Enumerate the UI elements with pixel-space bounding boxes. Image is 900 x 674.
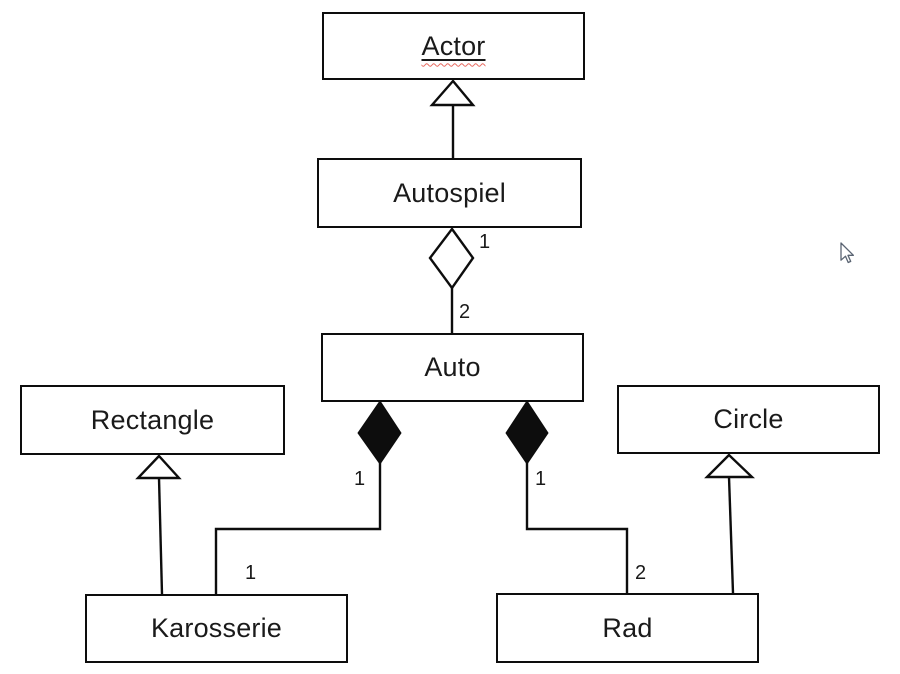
class-box-rad[interactable]: Rad (496, 593, 759, 663)
class-label-karosserie: Karosserie (150, 613, 283, 643)
multiplicity-aggregation-near-autospiel: 1 (479, 231, 491, 253)
class-label-auto: Auto (424, 352, 481, 382)
multiplicity-composition-karosserie-near-auto: 1 (354, 468, 366, 490)
multiplicity-composition-near-rad: 2 (635, 562, 647, 584)
inheritance-line-karosserie-rectangle (157, 477, 164, 595)
multiplicity-composition-near-karosserie: 1 (245, 562, 257, 584)
class-box-autospiel[interactable]: Autospiel (317, 158, 582, 228)
class-label-actor: Actor (421, 31, 485, 62)
inheritance-arrowhead-actor (429, 79, 476, 107)
multiplicity-aggregation-near-auto: 2 (459, 301, 471, 323)
aggregation-diamond-autospiel (428, 226, 475, 291)
composition-diamond-auto-rad (505, 400, 549, 465)
class-box-auto[interactable]: Auto (321, 333, 584, 402)
mouse-cursor-icon (840, 242, 855, 264)
inheritance-line-rad-circle (727, 476, 735, 594)
class-box-actor[interactable]: Actor (322, 12, 585, 80)
class-label-autospiel: Autospiel (393, 177, 506, 208)
class-label-rad: Rad (602, 612, 653, 643)
class-label-rectangle: Rectangle (90, 404, 215, 435)
inheritance-arrowhead-circle (704, 453, 755, 479)
multiplicity-composition-rad-near-auto: 1 (535, 468, 547, 490)
composition-connector-auto-karosserie (214, 463, 382, 594)
spellcheck-squiggle: Actor (421, 30, 486, 61)
class-box-karosserie[interactable]: Karosserie (85, 594, 348, 663)
composition-diamond-auto-karosserie (357, 400, 402, 465)
composition-connector-auto-rad (525, 463, 629, 593)
class-label-circle: Circle (713, 404, 784, 434)
class-box-rectangle[interactable]: Rectangle (20, 385, 285, 455)
class-box-circle[interactable]: Circle (617, 385, 880, 454)
inheritance-arrowhead-rectangle (135, 454, 182, 480)
